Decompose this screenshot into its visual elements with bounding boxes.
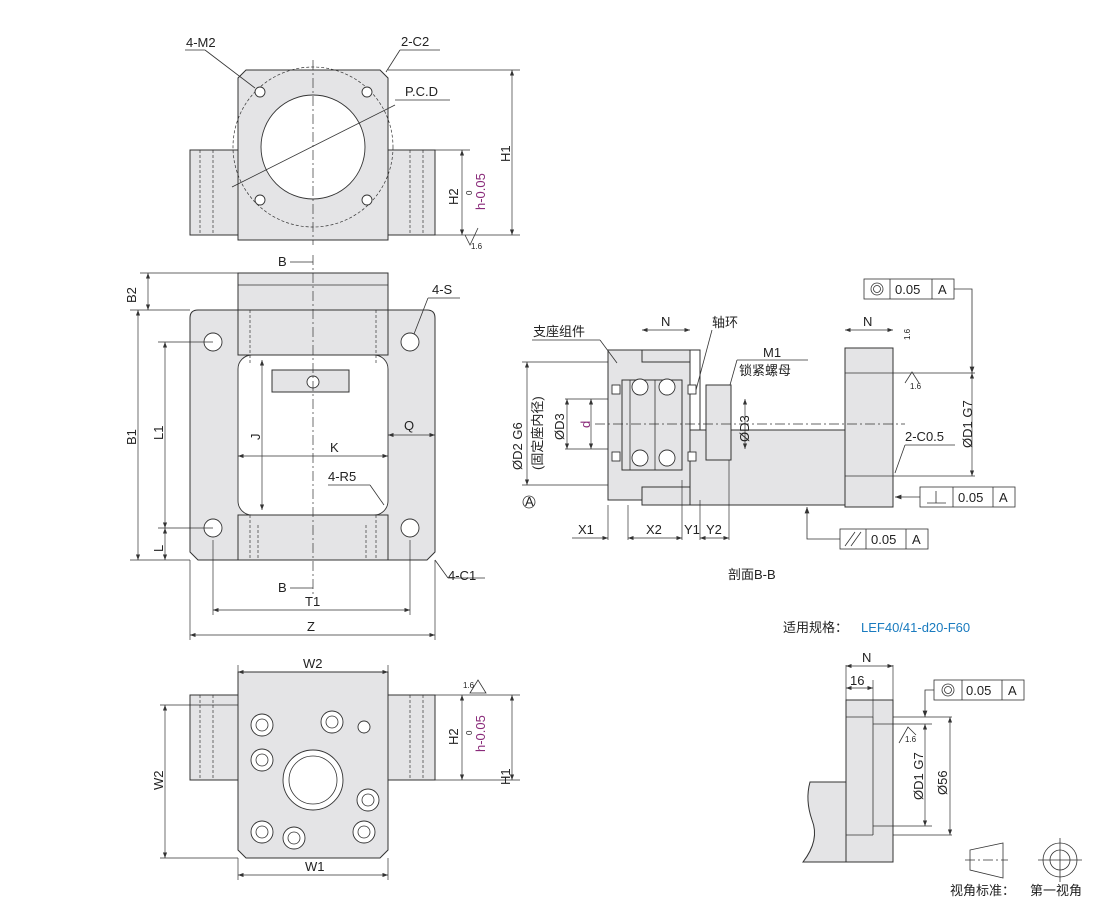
roughness-1: 1.6 <box>903 328 912 340</box>
bottom-view: W2 W2 W1 H2 0 h-0.05 H1 1.6 <box>151 656 520 880</box>
label-h1-bottom: H1 <box>498 768 513 785</box>
label-l: L <box>151 545 166 552</box>
tolerance-datum: A <box>1008 683 1017 698</box>
label-t1: T1 <box>305 594 320 609</box>
label-x1: X1 <box>578 522 594 537</box>
projection-symbol: 视角标准： 第一视角 <box>950 838 1082 898</box>
label-lock-nut: 锁紧螺母 <box>739 363 791 378</box>
label-z: Z <box>307 619 315 634</box>
tolerance-value: 0.05 <box>966 683 991 698</box>
label-h1: H1 <box>498 145 513 162</box>
roughness-top: 1.6 <box>471 242 483 251</box>
shaft-stub <box>801 781 847 863</box>
tolerance-h: h-0.05 <box>473 173 488 210</box>
section-mark-bottom: B <box>278 580 287 595</box>
label-c05: 2-C0.5 <box>905 429 944 444</box>
label-l1: L1 <box>151 426 166 440</box>
label-y2: Y2 <box>706 522 722 537</box>
counterbored-holes <box>250 710 380 850</box>
label-h2-bottom: H2 <box>446 728 461 745</box>
flange <box>844 347 894 508</box>
spec-value: LEF40/41-d20-F60 <box>861 620 970 635</box>
label-d2: ØD2 G6 <box>510 422 525 470</box>
label-m1: M1 <box>763 345 781 360</box>
label-d3-left: ØD3 <box>552 413 567 440</box>
label-collar: 轴环 <box>712 315 738 330</box>
tolerance-value: 0.05 <box>871 532 896 547</box>
label-w2-top: W2 <box>303 656 323 671</box>
tolerance-value: 0.05 <box>895 282 920 297</box>
label-b1: B1 <box>124 429 139 445</box>
label-d: d <box>578 421 593 428</box>
tolerance-perpendicularity: 0.05 A <box>895 486 1016 508</box>
label-d1: ØD1 G7 <box>960 400 975 448</box>
lock-nut <box>705 384 732 461</box>
label-d3-right: ØD3 <box>737 415 752 442</box>
tolerance-datum: A <box>912 532 921 547</box>
section-mark-top: B <box>278 254 287 269</box>
projection-label: 视角标准： <box>950 883 1015 898</box>
label-d56: Ø56 <box>935 770 950 795</box>
tolerance-h-bottom: h-0.05 <box>473 715 488 752</box>
label-x2: X2 <box>646 522 662 537</box>
bore-bottom <box>282 749 344 811</box>
label-k: K <box>330 440 339 455</box>
label-n-right: N <box>863 314 872 329</box>
label-n-detail: N <box>862 650 871 665</box>
label-c1: 4-C1 <box>448 568 476 583</box>
tolerance-datum: A <box>999 490 1008 505</box>
label-4s: 4-S <box>432 282 453 297</box>
section-title: 剖面B-B <box>728 567 776 582</box>
tolerance-parallelism: 0.05 A <box>804 507 929 550</box>
tol-upper: 0 <box>465 190 474 195</box>
label-q: Q <box>404 418 414 433</box>
roughness-bottom: 1.6 <box>463 681 475 690</box>
detail-view: N 16 ØD1 G7 Ø56 1.6 0.05 A <box>801 650 1025 863</box>
tol-upper-bottom: 0 <box>465 730 474 735</box>
x-y-dims <box>572 460 730 541</box>
front-view: B B B2 B1 L1 L J K Q 4-R5 4-S 4-C1 T1 Z <box>124 254 485 640</box>
tolerance-concentricity-detail: 0.05 A <box>922 679 1025 717</box>
roughness-detail: 1.6 <box>905 735 917 744</box>
label-d2-note: (固定座内径) <box>530 396 545 470</box>
label-j: J <box>248 434 263 441</box>
label-b2: B2 <box>124 287 139 303</box>
label-16: 16 <box>850 673 864 688</box>
roughness-2: 1.6 <box>910 382 922 391</box>
mount-holes <box>254 86 373 206</box>
label-y1: Y1 <box>684 522 700 537</box>
section-view: N N 1.6 1.6 支座组件 轴环 M1 锁紧螺母 ØD2 G6 (固定座内… <box>510 278 1016 582</box>
label-w1: W1 <box>305 859 325 874</box>
label-d1-detail: ØD1 G7 <box>911 752 926 800</box>
label-w2-side: W2 <box>151 771 166 791</box>
label-r5: 4-R5 <box>328 469 356 484</box>
projection-value: 第一视角 <box>1030 883 1082 898</box>
label-n-left: N <box>661 314 670 329</box>
tolerance-datum: A <box>938 282 947 297</box>
label-holes-m2: 4-M2 <box>186 35 216 50</box>
label-h2: H2 <box>446 188 461 205</box>
tolerance-concentricity: 0.05 A <box>863 278 975 373</box>
label-pcd: P.C.D <box>405 84 438 99</box>
tolerance-value: 0.05 <box>958 490 983 505</box>
datum-a: A <box>525 494 534 509</box>
cone-icon <box>969 842 1004 879</box>
top-view: 4-M2 2-C2 P.C.D H2 0 h-0.05 H1 1.6 <box>185 34 520 251</box>
label-chamfer-c2: 2-C2 <box>401 34 429 49</box>
label-support-assembly: 支座组件 <box>533 324 585 339</box>
spec-label: 适用规格： <box>783 620 848 635</box>
